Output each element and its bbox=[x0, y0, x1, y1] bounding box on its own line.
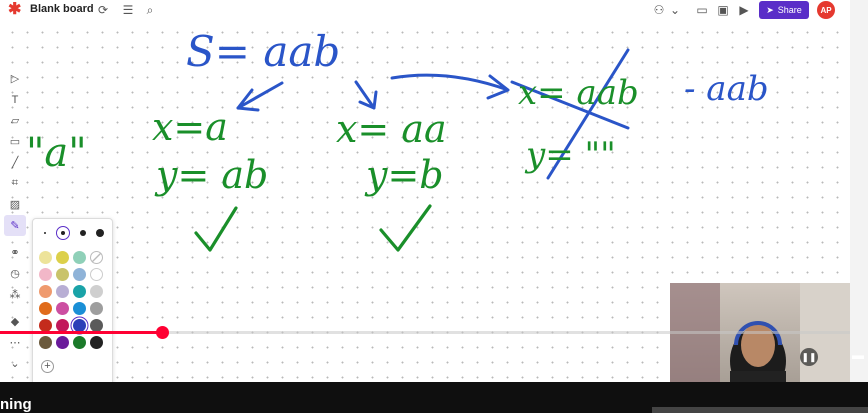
arrow-left-down bbox=[236, 81, 284, 112]
avatar[interactable]: AP bbox=[817, 1, 835, 19]
color-swatch[interactable] bbox=[73, 302, 86, 315]
color-swatch[interactable] bbox=[73, 285, 86, 298]
comment-icon[interactable]: ▭ bbox=[696, 3, 708, 17]
video-progress-fill bbox=[0, 331, 162, 334]
color-swatch[interactable] bbox=[56, 268, 69, 281]
top-bar: ✱ Blank board ⟳ ☰ ⌕ ⚇ ⌄ ▭ ▣ ▶ ➤ Share AP bbox=[0, 0, 850, 20]
chevron-down-icon[interactable]: ⌄ bbox=[669, 3, 681, 17]
tick-mark-middle bbox=[379, 204, 432, 252]
color-swatch[interactable] bbox=[39, 251, 52, 264]
shapes-tool-icon[interactable]: ⁂ bbox=[9, 289, 21, 301]
search-icon[interactable]: ⌕ bbox=[146, 3, 154, 17]
video-progress-knob[interactable] bbox=[156, 326, 169, 339]
whiteboard-canvas[interactable]: S= aab "a" x=a y= ab x= aa y=b x= aab y=… bbox=[0, 20, 850, 402]
color-swatch[interactable] bbox=[73, 336, 86, 349]
left-x-equals-a: x=a bbox=[152, 105, 228, 149]
left-y-equals-ab: y= ab bbox=[154, 153, 268, 197]
right-y-equals-empty: y= "" bbox=[524, 135, 616, 175]
mid-y-equals-b: y=b bbox=[364, 153, 444, 197]
diamond-tool-icon[interactable]: ◆ bbox=[10, 316, 20, 328]
tick-mark-left bbox=[194, 206, 238, 252]
related-video-thumbnail[interactable] bbox=[652, 407, 868, 413]
text-tool-icon[interactable]: T bbox=[11, 93, 19, 106]
color-swatch[interactable] bbox=[90, 268, 103, 281]
video-info-bar: ning bbox=[0, 382, 868, 413]
strike-line-2 bbox=[546, 48, 630, 180]
pen-tool-icon[interactable]: ✎ bbox=[4, 215, 26, 236]
pen-color-palette: + ⚯ ◣ ⌫ bbox=[32, 218, 113, 402]
color-swatch[interactable] bbox=[90, 319, 103, 332]
pause-icon[interactable]: ❚❚ bbox=[800, 348, 818, 366]
color-swatch[interactable] bbox=[90, 336, 103, 349]
color-swatch[interactable] bbox=[90, 285, 103, 298]
mid-x-equals-aa: x= aa bbox=[336, 107, 447, 151]
color-swatch[interactable] bbox=[56, 319, 69, 332]
video-progress-bar[interactable] bbox=[0, 326, 850, 339]
far-right-aab: - aab bbox=[684, 69, 769, 109]
present-icon[interactable]: ▣ bbox=[717, 3, 729, 17]
image-tool-icon[interactable]: ▨ bbox=[9, 199, 21, 211]
share-button[interactable]: ➤ Share bbox=[759, 1, 809, 19]
stroke-size-m[interactable] bbox=[80, 230, 86, 236]
add-color-button[interactable]: + bbox=[41, 360, 54, 373]
color-swatch[interactable] bbox=[73, 268, 86, 281]
color-swatch[interactable] bbox=[56, 251, 69, 264]
sync-icon[interactable]: ⟳ bbox=[97, 3, 109, 17]
swatch-transparent[interactable] bbox=[90, 251, 103, 264]
share-label: Share bbox=[777, 5, 802, 15]
right-edge-strip bbox=[850, 0, 868, 382]
board-title[interactable]: Blank board bbox=[30, 3, 94, 15]
color-swatch[interactable] bbox=[39, 336, 52, 349]
arrow-right bbox=[390, 73, 510, 100]
strike-line-1 bbox=[510, 80, 630, 130]
stroke-size-xs[interactable] bbox=[44, 232, 46, 234]
video-title[interactable]: ning bbox=[0, 396, 32, 413]
color-swatch[interactable] bbox=[39, 319, 52, 332]
stroke-size-s[interactable] bbox=[56, 226, 70, 240]
right-x-equals-aab: x= aab bbox=[518, 73, 639, 113]
select-tool-icon[interactable]: ▷ bbox=[10, 73, 20, 85]
color-swatch[interactable] bbox=[90, 302, 103, 315]
color-swatch[interactable] bbox=[56, 285, 69, 298]
app-logo-icon[interactable]: ✱ bbox=[8, 1, 22, 18]
send-icon: ➤ bbox=[766, 4, 774, 15]
color-swatch[interactable] bbox=[73, 251, 86, 264]
ink-layer: S= aab "a" x=a y= ab x= aa y=b x= aab y=… bbox=[26, 27, 769, 252]
tool-rail: ▷ T ▱ ▭ ╱ ⌗ ▨ ✎ ⚭ ◷ ⁂ ◆ ⋯ ⌄ bbox=[4, 68, 26, 374]
quoted-a: "a" bbox=[26, 130, 87, 176]
captions-icon[interactable]: ▬ bbox=[852, 348, 864, 362]
stroke-size-selector bbox=[39, 225, 109, 241]
color-swatch[interactable] bbox=[56, 302, 69, 315]
collapse-chevron-icon[interactable]: ⌄ bbox=[10, 358, 20, 370]
collaborators-icon[interactable]: ⚇ bbox=[653, 3, 665, 17]
color-swatch[interactable] bbox=[39, 268, 52, 281]
arrow-down bbox=[354, 80, 378, 110]
color-swatch-grid bbox=[39, 251, 109, 349]
play-icon[interactable]: ▶ bbox=[739, 3, 749, 17]
s-equals-aab: S= aab bbox=[186, 27, 340, 76]
frame-tool-icon[interactable]: ⌗ bbox=[11, 177, 19, 189]
link-tool-icon[interactable]: ⚭ bbox=[10, 247, 20, 259]
line-tool-icon[interactable]: ╱ bbox=[11, 157, 19, 169]
color-swatch[interactable] bbox=[73, 319, 86, 332]
menu-icon[interactable]: ☰ bbox=[122, 3, 134, 17]
color-swatch[interactable] bbox=[39, 302, 52, 315]
sticky-note-tool-icon[interactable]: ▱ bbox=[10, 115, 20, 127]
more-tools-icon[interactable]: ⋯ bbox=[9, 337, 21, 349]
color-swatch[interactable] bbox=[39, 285, 52, 298]
stroke-size-l[interactable] bbox=[96, 229, 104, 237]
timer-tool-icon[interactable]: ◷ bbox=[10, 268, 20, 280]
rectangle-tool-icon[interactable]: ▭ bbox=[9, 136, 21, 148]
color-swatch[interactable] bbox=[56, 336, 69, 349]
